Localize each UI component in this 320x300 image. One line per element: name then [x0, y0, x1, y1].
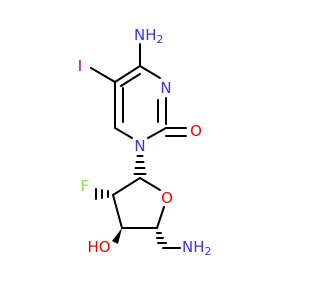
c2-f-hash-bond: [95, 188, 109, 200]
amino-side-text: NH: [182, 238, 205, 256]
amino-side-subscript: 2: [205, 245, 212, 258]
amino-side-label: NH2: [182, 238, 212, 258]
n1-c1-hash-bond: [133, 155, 147, 175]
bond-c5-iodine: [90, 67, 116, 83]
iodine-label: I: [78, 57, 82, 75]
bond-c2p-c1p: [112, 177, 141, 196]
ring-n-right-label: N: [160, 79, 171, 97]
pyrimidine-ring: [114, 65, 167, 139]
molecule-structure: NH2 I N N O F O HO NH2: [78, 26, 212, 258]
bond-c3p-c2p: [112, 194, 123, 229]
bond-c1-o4: [139, 177, 161, 191]
bond-n1-c6: [114, 127, 133, 139]
bond-c4-n3: [139, 65, 161, 79]
bond-c2-n1: [147, 127, 167, 139]
c4-ch2-hash-bond: [156, 232, 167, 244]
amino-top-label: NH2: [134, 26, 164, 46]
carbonyl-o-label: O: [190, 122, 202, 140]
substituent-bonds: [90, 43, 187, 137]
amino-top-text: NH: [134, 26, 157, 44]
c3-oh-wedge-bond: [112, 228, 122, 244]
bond-o4-c4p: [156, 206, 165, 229]
fluorine-label: F: [81, 177, 90, 195]
bond-c4-c5: [114, 65, 141, 83]
amino-top-subscript: 2: [157, 33, 164, 46]
bond-c4-c5-double: [120, 73, 141, 87]
ring-n-bottom-label: N: [134, 137, 145, 155]
hydroxyl-label: HO: [87, 238, 110, 256]
sugar-ring: [112, 177, 165, 229]
ring-o-label: O: [161, 189, 173, 207]
